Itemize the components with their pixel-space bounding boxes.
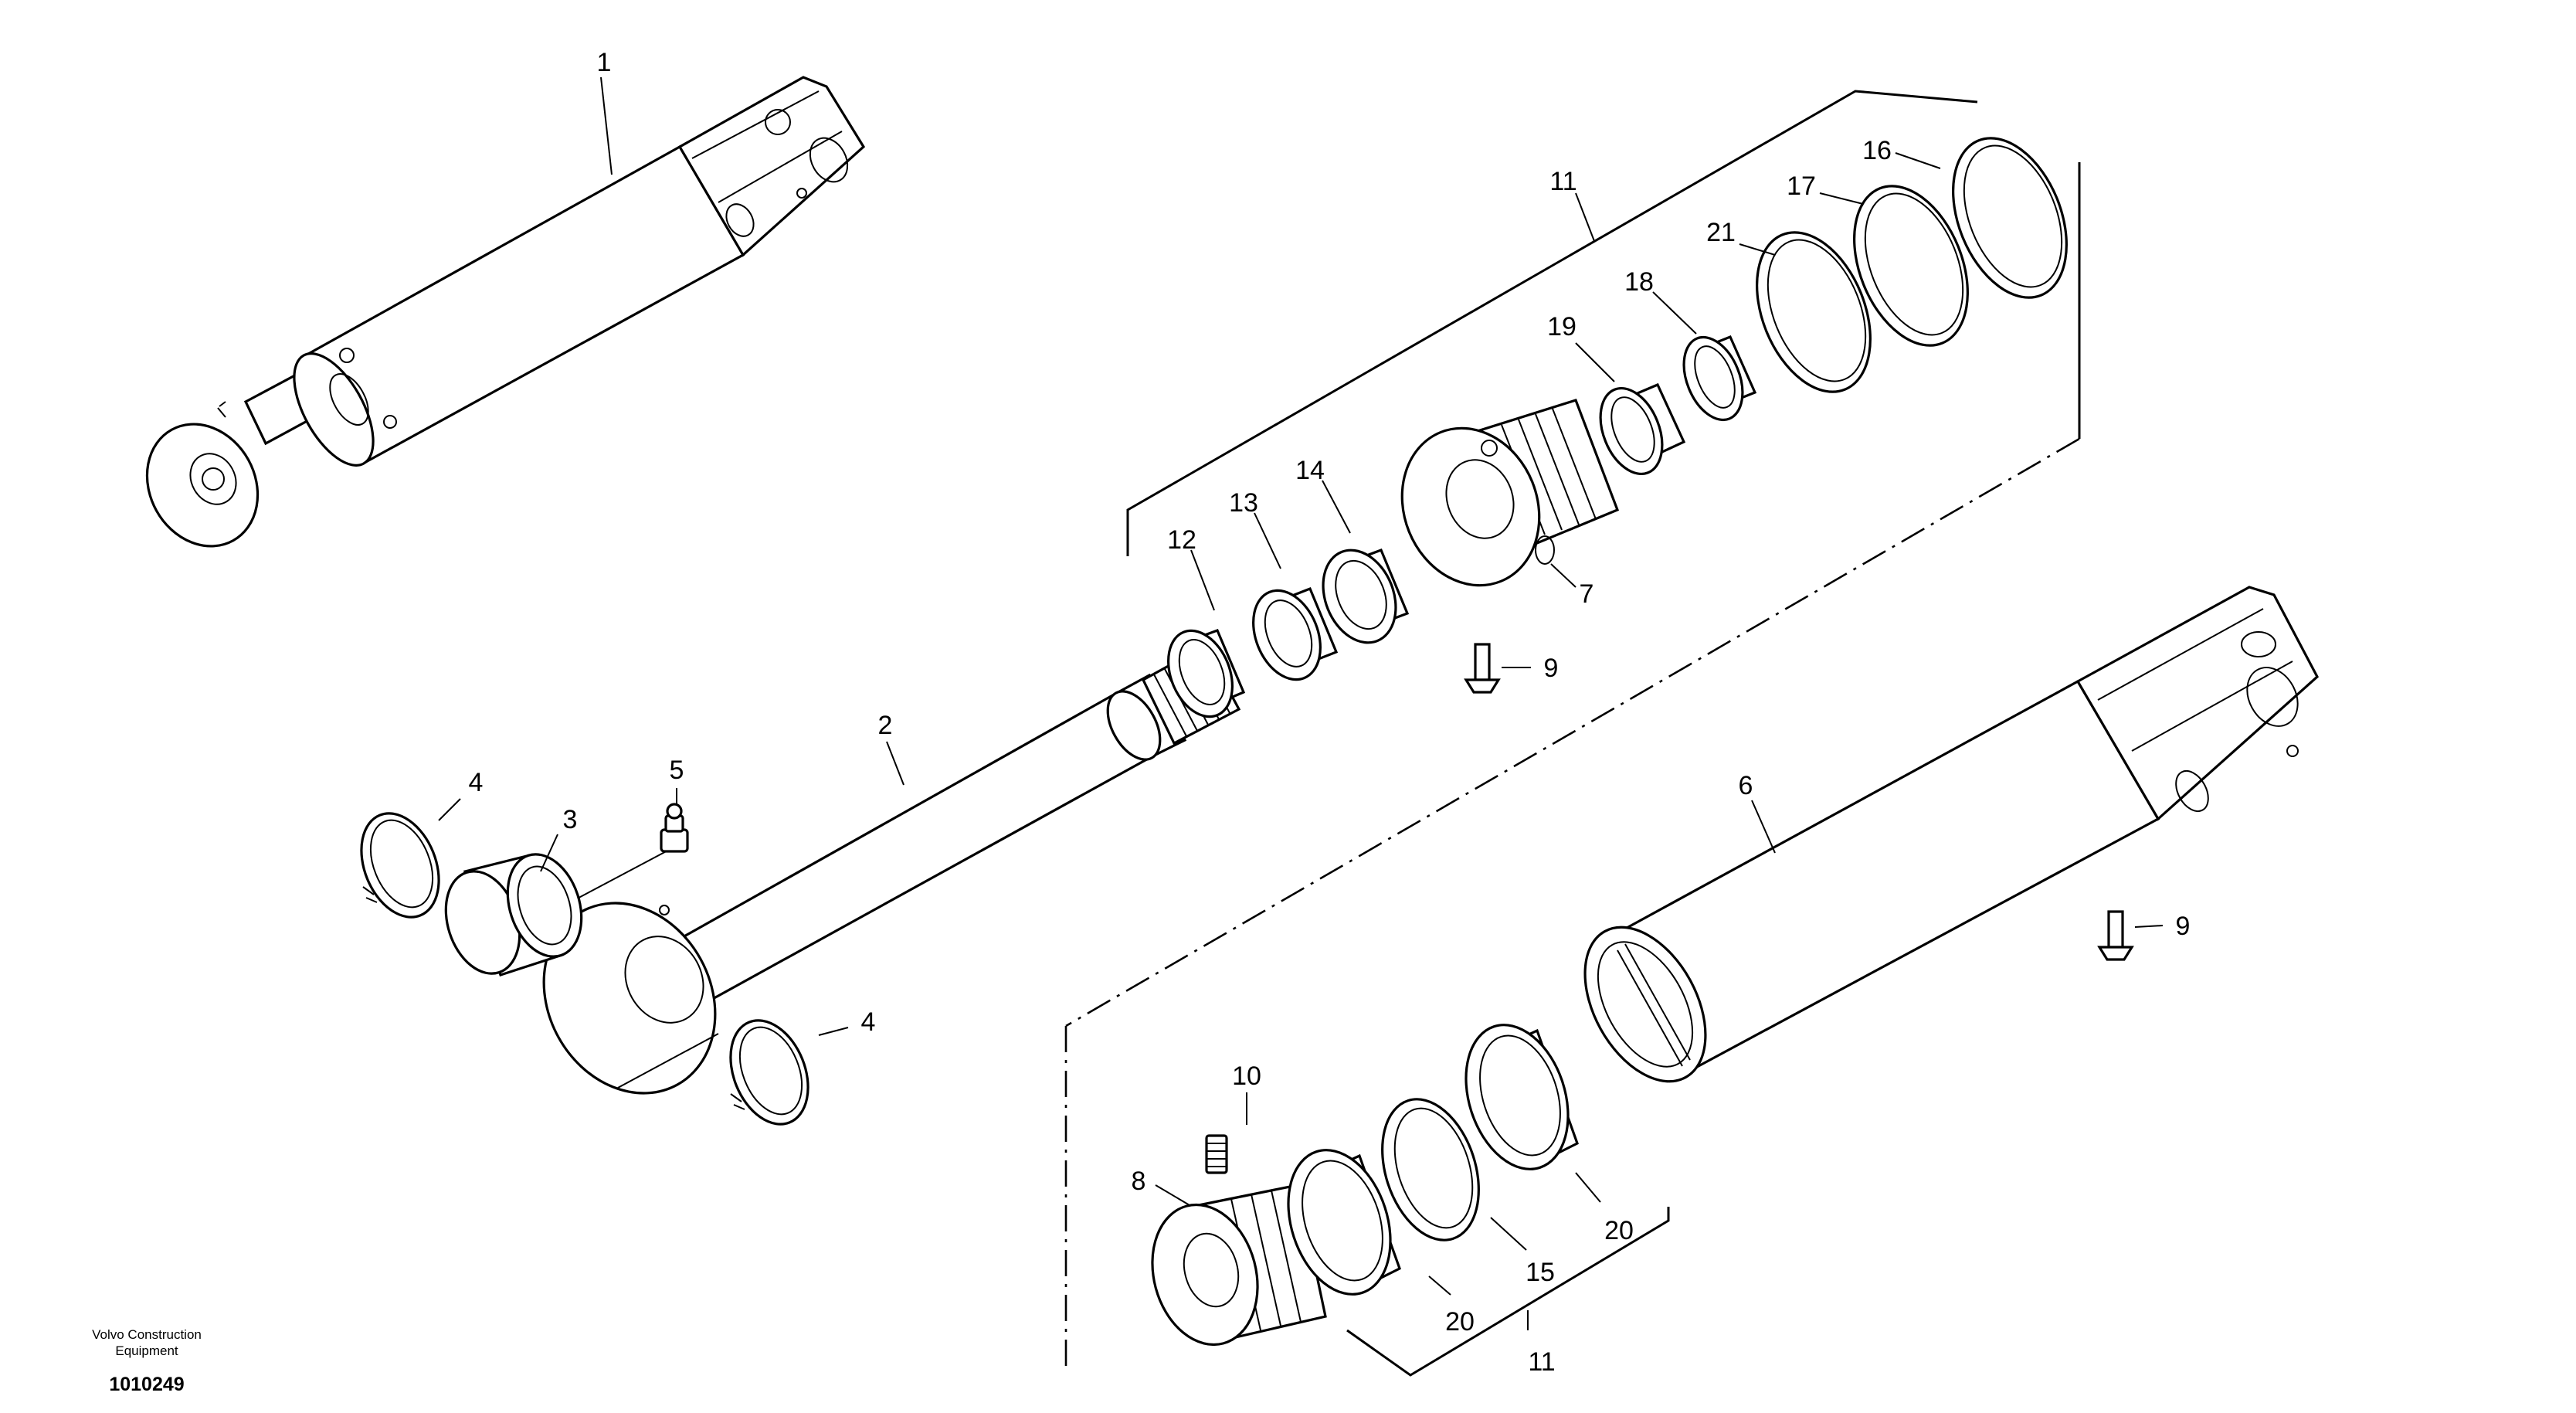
leader-9b [2134,925,2164,928]
callout-14: 14 [1295,456,1325,485]
callout-8: 8 [1132,1167,1146,1196]
leader-11a [1575,192,1595,242]
leader-14 [1322,480,1351,534]
complete-cylinder-part-1 [145,76,866,548]
bearing-part-3 [444,853,583,977]
leader-19 [1575,342,1615,382]
screw-part-9-lower [2097,910,2134,961]
piston-rod-part-2 [542,644,1241,1095]
leader-8 [1155,1184,1190,1206]
drawing-number: 1010249 [109,1374,184,1395]
callout-9-upper: 9 [1544,654,1559,683]
callout-21: 21 [1706,218,1736,247]
callout-10: 10 [1232,1061,1261,1091]
leader-15 [1490,1217,1527,1251]
publisher-line-2: Equipment [115,1343,178,1358]
callout-6: 6 [1739,771,1753,800]
callout-17: 17 [1787,172,1816,201]
leader-13 [1254,512,1281,569]
piston-ring-part-20-upper [1464,1024,1579,1170]
leader-7 [1550,563,1576,588]
callout-12: 12 [1167,525,1196,555]
callout-16: 16 [1862,136,1892,165]
grease-nipple-part-5 [660,803,689,853]
leader-20b [1575,1172,1601,1203]
callout-20-lower: 20 [1445,1307,1475,1337]
assembly-center-lines [1064,433,2081,1372]
leader-4a [438,798,461,821]
set-screw-part-10 [1205,1134,1228,1174]
seal-part-13 [1252,586,1339,681]
ring-part-16 [1952,137,2068,299]
callout-7: 7 [1580,579,1594,609]
cylinder-tube-part-6 [1583,586,2319,1083]
callout-11-upper: 11 [1549,167,1576,196]
callout-1: 1 [597,48,612,77]
callout-19: 19 [1547,312,1576,341]
ring-part-19 [1599,382,1686,476]
ring-part-18 [1682,335,1757,422]
leader-18 [1652,291,1697,335]
kit-11-lower-bracket [1346,1207,1670,1377]
screw-part-9-upper [1464,643,1501,694]
leader-2 [886,741,904,786]
callout-4-right: 4 [861,1007,876,1037]
circlip-part-4-left [360,812,440,919]
callout-20-upper: 20 [1604,1216,1634,1245]
leader-17 [1819,192,1864,205]
ring-part-17 [1853,185,1969,347]
leader-4b [818,1027,849,1036]
ring-part-21 [1756,231,1872,393]
callout-4-top: 4 [469,768,484,797]
leader-12 [1190,549,1215,611]
publisher-line-1: Volvo Construction [92,1327,202,1342]
leader-20a [1428,1275,1451,1296]
callout-5: 5 [670,756,684,785]
guide-part-7 [1400,399,1620,587]
circlip-part-4-right [729,1019,809,1126]
kit-11-upper-bracket [1126,90,2081,556]
seal-part-12 [1167,628,1246,718]
leader-1 [600,76,613,175]
piston-ring-part-20-lower [1287,1149,1401,1296]
callout-11-lower: 11 [1528,1347,1555,1377]
callout-2: 2 [878,711,893,740]
wiper-part-14 [1322,548,1410,644]
piston-ring-part-15 [1381,1098,1480,1241]
leader-21 [1739,243,1776,256]
callout-18: 18 [1624,267,1654,297]
callout-15: 15 [1526,1258,1555,1287]
leader-16 [1895,152,1941,169]
callout-13: 13 [1229,488,1258,518]
leader-3 [540,834,558,872]
callout-3: 3 [563,805,578,834]
callout-9-lower: 9 [2176,912,2191,941]
leader-6 [1751,800,1776,854]
